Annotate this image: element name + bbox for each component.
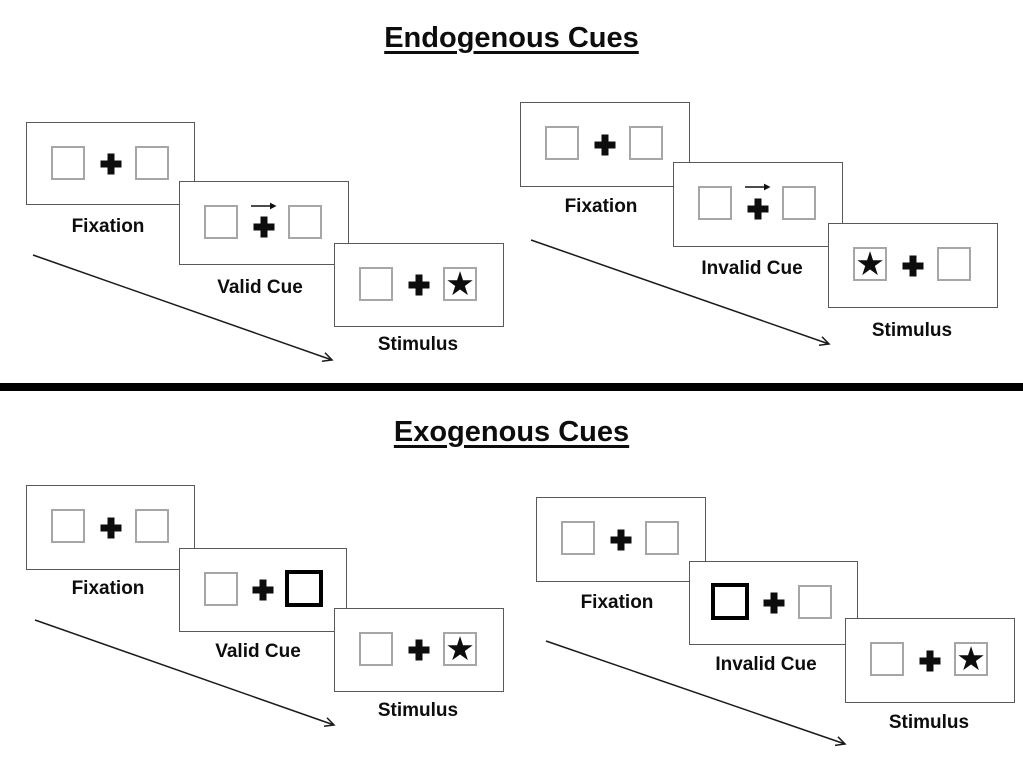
right-placeholder-box (937, 247, 971, 281)
fixation-cross-icon (252, 579, 274, 601)
screen-invalid-cue (673, 162, 843, 247)
left-placeholder-box (561, 521, 595, 555)
left-placeholder-box (359, 267, 393, 301)
screen-label-stimulus: Stimulus (888, 712, 970, 733)
screen-label-invalid-cue: Invalid Cue (701, 258, 803, 279)
fixation-cross-icon (747, 198, 769, 219)
right-placeholder-box (782, 186, 816, 220)
fixation-cross-icon (763, 592, 784, 614)
left-placeholder-box (545, 126, 579, 160)
fixation-cross-icon (100, 517, 121, 538)
screen-label-fixation: Fixation (71, 216, 145, 237)
section-divider (0, 383, 1023, 391)
left-placeholder-box (51, 146, 85, 180)
screen-stimulus: ★ (334, 243, 504, 327)
right-placeholder-box (135, 509, 169, 543)
fixation-cross-icon (594, 134, 616, 155)
screen-fixation (26, 485, 195, 570)
right-target-box: ★ (443, 267, 477, 301)
cue-arrow-right-icon (251, 202, 277, 210)
screen-invalid-cue (689, 561, 858, 645)
left-placeholder-box (204, 572, 238, 606)
screen-label-stimulus: Stimulus (377, 700, 459, 721)
right-placeholder-box (135, 146, 169, 180)
screen-stimulus: ★ (845, 618, 1015, 703)
right-target-box: ★ (954, 642, 988, 676)
fixation-cross-icon (610, 529, 632, 550)
left-target-box: ★ (853, 247, 887, 281)
section-title-exogenous: Exogenous Cues (393, 416, 630, 448)
star-stimulus-icon: ★ (445, 263, 475, 303)
timeline-arrow-endogenous-valid (32, 254, 334, 363)
left-placeholder-box (698, 186, 732, 220)
star-stimulus-icon: ★ (956, 638, 986, 678)
right-placeholder-box (798, 585, 832, 619)
fixation-cross-icon (919, 650, 941, 671)
timeline-arrow-endogenous-invalid (530, 239, 831, 347)
left-placeholder-box (870, 642, 904, 676)
section-title-endogenous: Endogenous Cues (384, 22, 639, 54)
screen-label-fixation: Fixation (580, 592, 654, 613)
fixation-cross-icon (408, 639, 430, 661)
screen-label-valid-cue: Valid Cue (217, 277, 303, 298)
right-target-box: ★ (443, 632, 477, 666)
screen-label-invalid-cue: Invalid Cue (715, 654, 817, 675)
timeline-arrow-exogenous-valid (34, 619, 336, 728)
screen-label-fixation: Fixation (564, 196, 638, 217)
left-placeholder-box (359, 632, 393, 666)
screen-fixation (536, 497, 706, 582)
cue-highlight-box (285, 570, 323, 607)
screen-label-fixation: Fixation (71, 578, 145, 599)
screen-stimulus: ★ (334, 608, 504, 692)
screen-stimulus: ★ (828, 223, 998, 308)
cue-highlight-box (711, 583, 749, 620)
screen-label-stimulus: Stimulus (871, 320, 953, 341)
cue-arrow-right-icon (745, 183, 771, 191)
fixation-cross-icon (100, 153, 121, 174)
fixation-cross-icon (902, 255, 924, 276)
screen-fixation (520, 102, 690, 187)
right-placeholder-box (629, 126, 663, 160)
screen-fixation (26, 122, 195, 205)
right-placeholder-box (288, 205, 322, 239)
fixation-cross-icon (408, 274, 430, 296)
star-stimulus-icon: ★ (855, 243, 885, 283)
star-stimulus-icon: ★ (445, 628, 475, 668)
left-placeholder-box (51, 509, 85, 543)
screen-valid-cue (179, 548, 347, 632)
right-placeholder-box (645, 521, 679, 555)
left-placeholder-box (204, 205, 238, 239)
screen-valid-cue (179, 181, 349, 265)
screen-label-stimulus: Stimulus (377, 334, 459, 355)
fixation-cross-icon (253, 216, 275, 238)
screen-label-valid-cue: Valid Cue (215, 641, 301, 662)
